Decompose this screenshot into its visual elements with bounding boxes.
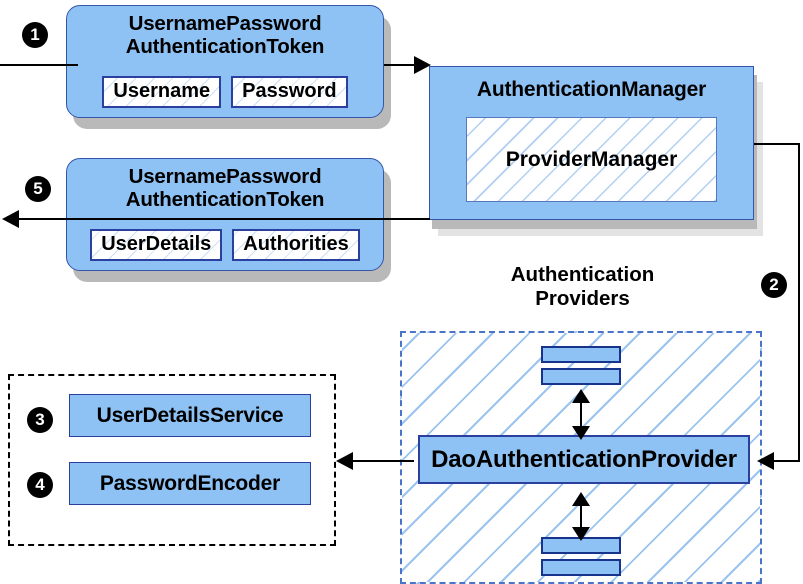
- badge-step-2: 2: [761, 272, 787, 298]
- provider-link-upper-line: [580, 395, 582, 433]
- manager-down-line: [798, 143, 800, 461]
- provider-link-lower-arrowhead-up: [572, 492, 590, 506]
- token-to-manager-line: [384, 64, 422, 66]
- response-token-title: UsernamePassword AuthenticationToken: [67, 159, 383, 212]
- badge-step-5: 5: [25, 176, 51, 202]
- badge-step-4: 4: [27, 472, 53, 498]
- request-token-title-line2: AuthenticationToken: [125, 34, 325, 58]
- provider-manager-box: ProviderManager: [466, 117, 717, 202]
- response-token-fields: UserDetails Authorities: [67, 229, 383, 261]
- field-password: Password: [231, 76, 348, 108]
- provider-to-dependencies-arrowhead: [336, 452, 353, 470]
- provider-link-upper-arrowhead-up: [572, 389, 590, 403]
- providers-label-line1: Authentication: [510, 263, 655, 286]
- response-token-card: UsernamePassword AuthenticationToken Use…: [66, 158, 384, 271]
- provider-link-lower-arrowhead-down: [572, 527, 590, 541]
- request-token-title-line1: UsernamePassword: [128, 12, 322, 35]
- response-out-arrowhead: [2, 210, 19, 228]
- authentication-manager-card: AuthenticationManager ProviderManager: [429, 66, 754, 220]
- badge-step-3: 3: [27, 407, 53, 433]
- other-provider-bar-2: [541, 368, 621, 385]
- passwordencoder-card: PasswordEncoder: [69, 462, 311, 505]
- provider-to-dependencies-line: [352, 460, 414, 462]
- response-token-title-line1: UsernamePassword: [128, 165, 322, 188]
- request-token-title: UsernamePassword AuthenticationToken: [67, 6, 383, 59]
- authentication-manager-title: AuthenticationManager: [476, 78, 707, 101]
- request-token-card: UsernamePassword AuthenticationToken Use…: [66, 5, 384, 118]
- authentication-providers-label: Authentication Providers: [465, 263, 700, 311]
- request-token-fields: Username Password: [67, 76, 383, 108]
- badge-step-1: 1: [22, 22, 48, 48]
- field-authorities: Authorities: [232, 229, 360, 261]
- provider-link-upper-arrowhead-down: [572, 426, 590, 440]
- other-provider-bar-1: [541, 346, 621, 363]
- provider-in-line: [772, 460, 800, 462]
- manager-out-line: [754, 143, 800, 145]
- provider-in-arrowhead: [757, 452, 774, 470]
- field-username: Username: [102, 76, 222, 108]
- manager-to-response-token-line: [18, 218, 430, 220]
- userdetailsservice-card: UserDetailsService: [69, 394, 311, 437]
- other-provider-bar-4: [541, 559, 621, 576]
- provider-link-lower-line: [580, 498, 582, 534]
- dao-authentication-provider-card: DaoAuthenticationProvider: [418, 435, 750, 484]
- token-to-manager-arrowhead: [414, 56, 431, 74]
- response-token-title-line2: AuthenticationToken: [125, 187, 325, 211]
- field-userdetails: UserDetails: [90, 229, 223, 261]
- incoming-request-line: [0, 64, 78, 66]
- providers-label-line2: Providers: [535, 286, 630, 310]
